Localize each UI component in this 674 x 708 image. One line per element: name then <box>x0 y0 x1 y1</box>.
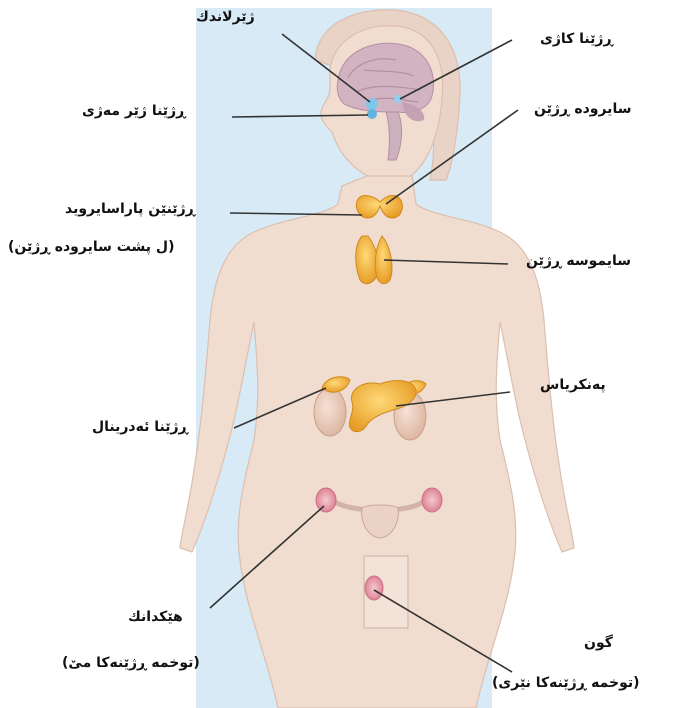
label-hypothalamus: ژێرلاندك <box>196 8 255 26</box>
pituitary-gland <box>367 109 377 119</box>
label-ovary-line1: هێکدانك <box>128 608 183 626</box>
label-testis-line1: گون <box>584 634 613 652</box>
label-thymus: سایموسە ڕژێن <box>526 252 631 270</box>
left-kidney <box>314 388 346 436</box>
label-thyroid: سایرودە ڕژێن <box>534 100 631 118</box>
label-adrenal: ڕژێنا ئەدرینال <box>92 418 188 436</box>
label-pituitary: ڕژێنا ژێر مەژی <box>82 102 186 120</box>
label-parathyroid-line2: (ل پشت سایرودە ڕژێن) <box>8 238 174 256</box>
label-pancreas: پەنکریاس <box>540 376 606 394</box>
label-testis-line2: (توخمە ڕژێنەکا نێری) <box>492 674 640 692</box>
label-parathyroid-line1: ڕژێنێن پاراسایروید <box>65 200 195 218</box>
testis-inset <box>364 556 408 628</box>
label-pineal: ڕژێنا کاژی <box>540 30 613 48</box>
label-ovary-line2: (توخمە ڕژێنەکا مێ) <box>62 654 200 672</box>
